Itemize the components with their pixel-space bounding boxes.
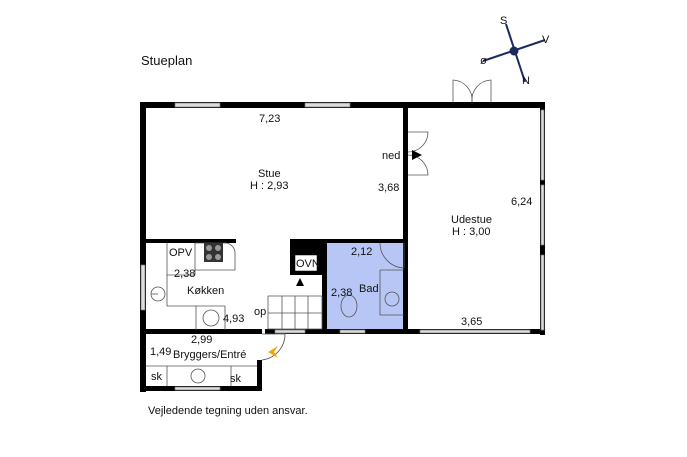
compass-v: V: [542, 34, 550, 46]
plan-title: Stueplan: [141, 53, 193, 68]
bad-name: Bad: [359, 283, 379, 295]
entrance-arrow-icon: [268, 346, 278, 358]
compass-s: S: [500, 15, 507, 27]
kokken-dim-b: 4,93: [223, 313, 244, 325]
bryggers-dim-a: 2,99: [191, 334, 212, 346]
bad-dim-b: 2,38: [331, 287, 352, 299]
stue-name: Stue: [258, 168, 281, 180]
label-ned: ned: [382, 150, 400, 162]
kokken-opv: OPV: [169, 247, 193, 259]
patio-door[interactable]: [261, 79, 492, 361]
windows: [140, 102, 545, 391]
udestue-dim-side: 6,24: [511, 196, 532, 208]
udestue-height: H : 3,00: [452, 226, 491, 238]
stue-dim-side: 3,68: [378, 182, 399, 194]
bryggers-sk-2: sk: [230, 373, 242, 385]
stair-arrow-icon: [296, 278, 304, 286]
compass-o: ø: [480, 55, 487, 67]
label-op: op: [254, 306, 266, 318]
stue-dim-top: 7,23: [259, 113, 280, 125]
compass-icon: [482, 23, 546, 83]
kokken-name: Køkken: [187, 285, 224, 297]
bad-ovn: OVN: [296, 258, 320, 270]
kitchen-fixtures: [146, 242, 404, 386]
bryggers-dim-b: 1,49: [150, 346, 171, 358]
disclaimer: Vejledende tegning uden ansvar.: [148, 405, 308, 417]
kokken-dim-a: 2,38: [174, 268, 195, 280]
stove-icon: [204, 243, 223, 262]
bad-dim-a: 2,12: [351, 246, 372, 258]
bryggers-sk-1: sk: [151, 371, 163, 383]
stue-height: H : 2,93: [250, 180, 289, 192]
udestue-name: Udestue: [451, 214, 492, 226]
compass-n: N: [522, 75, 530, 87]
udestue-dim-bottom: 3,65: [461, 316, 482, 328]
arrow-down-icon: [412, 150, 422, 160]
bryggers-name: Bryggers/Entré: [173, 349, 246, 361]
